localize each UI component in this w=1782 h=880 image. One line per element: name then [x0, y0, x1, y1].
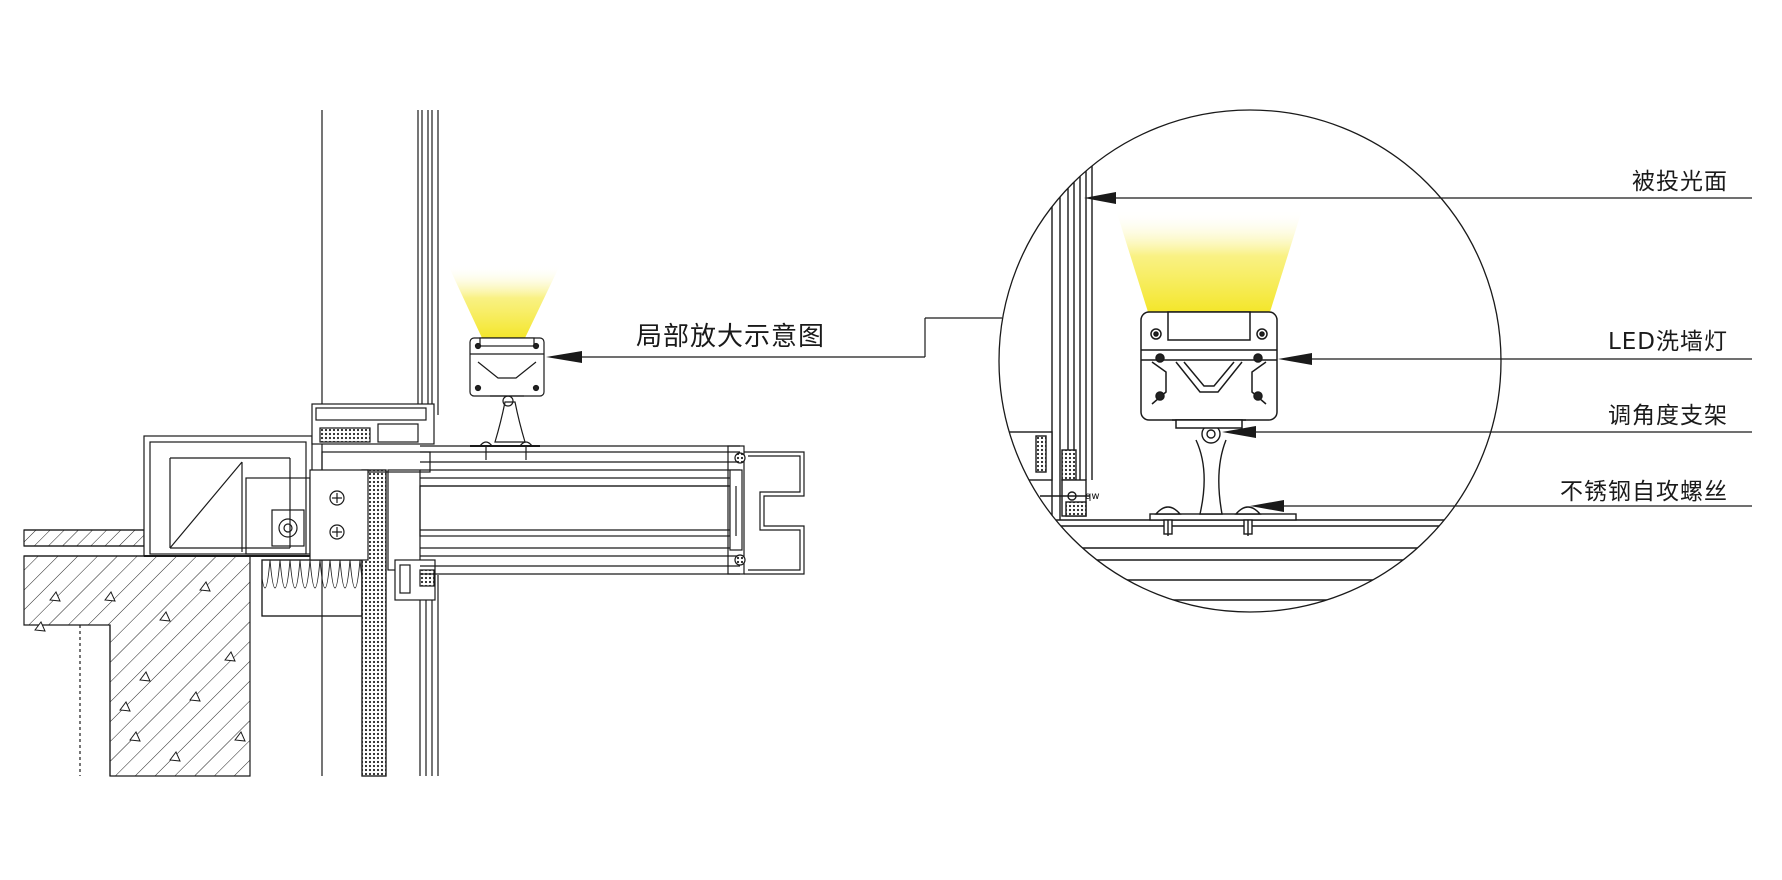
mark-qw: qw — [1085, 491, 1100, 502]
callout-arrowheads — [1084, 192, 1312, 512]
callout-leaders — [1090, 197, 1752, 507]
detail-title-label: 局部放大示意图 — [636, 322, 826, 352]
section-drawing — [23, 110, 805, 777]
illuminated-surface-label: 被投光面 — [1632, 169, 1728, 195]
insulation — [261, 559, 363, 617]
angle-bracket-label: 调角度支架 — [1608, 403, 1728, 429]
mini-bracket — [470, 395, 540, 460]
horizontal-glazing — [419, 445, 805, 575]
detail-circle — [998, 109, 1502, 613]
arrowhead-angle-bracket — [1222, 426, 1256, 438]
arrowhead-stainless-screw — [1250, 500, 1284, 512]
detail-led-fixture — [1140, 311, 1278, 429]
detail-circle-group — [998, 109, 1502, 613]
arrowhead-illuminated-surface — [1084, 192, 1116, 204]
transom-profile — [309, 403, 436, 601]
mini-led-fixture — [469, 337, 545, 397]
led-wall-washer-label: LED洗墙灯 — [1607, 329, 1728, 355]
box-frame — [143, 435, 313, 557]
arrowhead-led-wall-washer — [1278, 353, 1312, 365]
detail-light-beam — [1116, 210, 1302, 312]
concrete-slab — [23, 555, 251, 777]
mini-light-beam — [448, 265, 560, 338]
stainless-screw-label: 不锈钢自攻螺丝 — [1560, 479, 1728, 505]
title-arrowhead — [546, 351, 582, 363]
title-leader — [580, 317, 1002, 358]
